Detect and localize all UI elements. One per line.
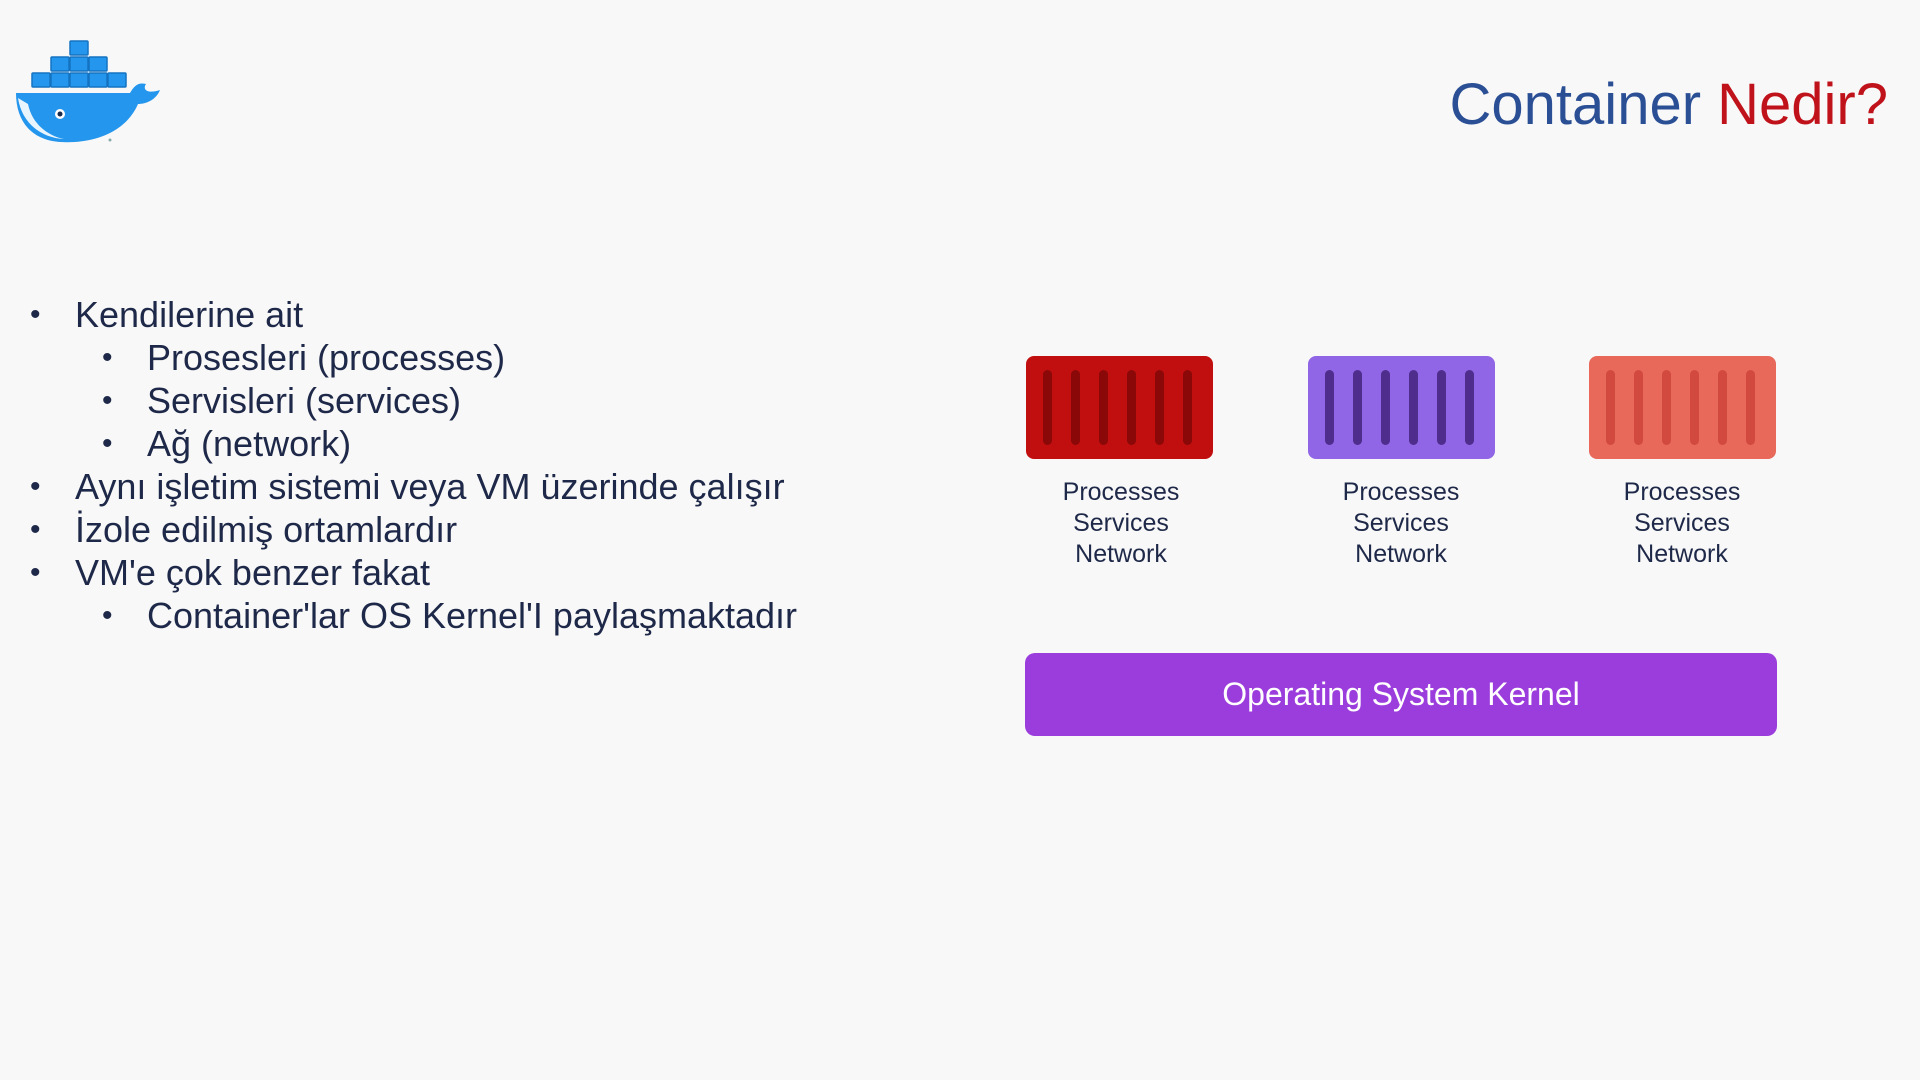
container-stripe xyxy=(1662,370,1671,445)
container-stripe xyxy=(1746,370,1755,445)
container-stripe xyxy=(1606,370,1615,445)
container-stripe xyxy=(1409,370,1418,445)
bullet-item: •İzole edilmiş ortamlardır xyxy=(30,509,458,550)
sub-bullet-item: •Ağ (network) xyxy=(102,423,352,464)
container-stripe xyxy=(1381,370,1390,445)
os-kernel-bar: Operating System Kernel xyxy=(1025,653,1777,736)
container-processes-label: Processes xyxy=(1623,478,1741,506)
sub-bullet-item: •Servisleri (services) xyxy=(102,380,462,421)
title-container-word: Container xyxy=(1449,72,1702,137)
container-stripe xyxy=(1099,370,1108,445)
container-stripe xyxy=(1634,370,1643,445)
bullet-list: •Kendilerine ait •Prosesleri (processes)… xyxy=(28,293,928,637)
container-stripe xyxy=(1071,370,1080,445)
container-stripe xyxy=(1718,370,1727,445)
container-stripe xyxy=(1325,370,1334,445)
container-network-label: Network xyxy=(1075,540,1167,568)
docker-logo-icon xyxy=(16,40,160,143)
container-red-icon xyxy=(1026,356,1213,459)
container-services-label: Services xyxy=(1073,509,1169,537)
container-stripe xyxy=(1155,370,1164,445)
bullet-text: Prosesleri (processes) xyxy=(147,337,506,378)
bullet-item: •Kendilerine ait xyxy=(30,294,304,335)
container-services-label: Services xyxy=(1353,509,1449,537)
container-purple-icon xyxy=(1308,356,1495,459)
os-kernel-label: Operating System Kernel xyxy=(1222,676,1580,712)
bullet-text: Aynı işletim sistemi veya VM üzerinde ça… xyxy=(75,466,785,507)
bullet-text: Kendilerine ait xyxy=(75,294,304,335)
container-2-labels: Processes Services Network xyxy=(1301,477,1501,570)
container-stripe xyxy=(1127,370,1136,445)
bullet-text: Ağ (network) xyxy=(147,423,352,464)
sub-bullet-item: •Container'lar OS Kernel'I paylaşmaktadı… xyxy=(102,595,798,636)
slide-title: Container Nedir? xyxy=(1450,72,1888,138)
container-stripe xyxy=(1690,370,1699,445)
bullet-text: Servisleri (services) xyxy=(147,380,462,421)
container-network-label: Network xyxy=(1355,540,1447,568)
bullet-text: İzole edilmiş ortamlardır xyxy=(75,509,458,550)
bullet-text: VM'e çok benzer fakat xyxy=(75,552,431,593)
container-processes-label: Processes xyxy=(1342,478,1460,506)
bullet-text: Container'lar OS Kernel'I paylaşmaktadır xyxy=(147,595,798,636)
container-services-label: Services xyxy=(1634,509,1730,537)
container-1-labels: Processes Services Network xyxy=(1021,477,1221,570)
container-stripe xyxy=(1353,370,1362,445)
container-stripe xyxy=(1437,370,1446,445)
container-processes-label: Processes xyxy=(1062,478,1180,506)
container-3-labels: Processes Services Network xyxy=(1582,477,1782,570)
title-nedir-word: Nedir? xyxy=(1717,72,1888,137)
container-salmon-icon xyxy=(1589,356,1776,459)
container-network-label: Network xyxy=(1636,540,1728,568)
bullet-item: •VM'e çok benzer fakat xyxy=(30,552,431,593)
container-stripe xyxy=(1183,370,1192,445)
container-stripe xyxy=(1465,370,1474,445)
container-stripe xyxy=(1043,370,1052,445)
sub-bullet-item: •Prosesleri (processes) xyxy=(102,337,506,378)
bullet-item: •Aynı işletim sistemi veya VM üzerinde ç… xyxy=(30,466,785,507)
